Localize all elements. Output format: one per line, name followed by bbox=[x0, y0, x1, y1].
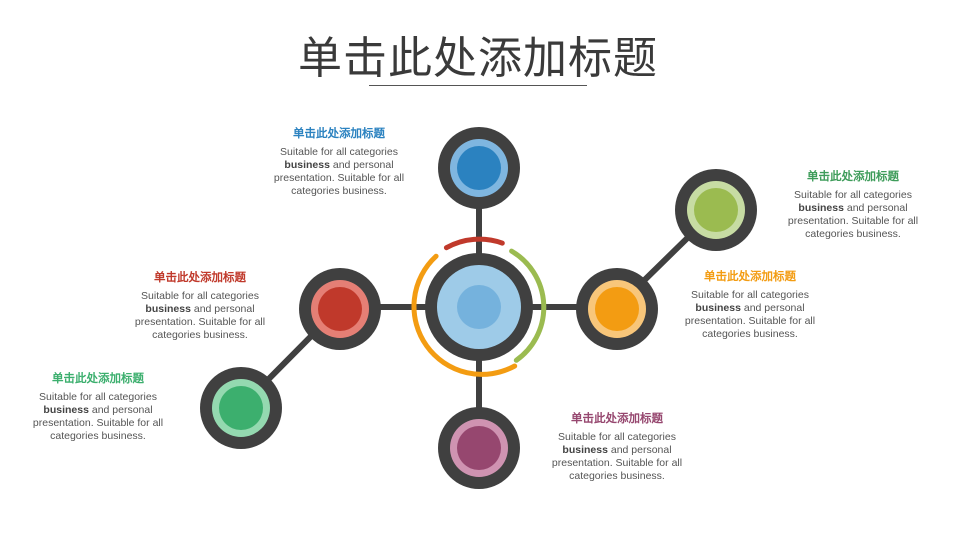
body-line: categories business. bbox=[805, 228, 901, 240]
text-block-upper-right: 单击此处添加标题 Suitable for all categories bus… bbox=[778, 168, 928, 241]
body-line: presentation. Suitable for all bbox=[134, 316, 266, 328]
body-bold: business bbox=[562, 444, 608, 456]
block-heading[interactable]: 单击此处添加标题 bbox=[807, 169, 899, 183]
block-body: Suitable for all categories business and… bbox=[778, 189, 928, 241]
body-bold: business bbox=[43, 404, 89, 416]
body-line: and personal bbox=[743, 302, 805, 314]
node-lower-left bbox=[200, 367, 282, 449]
body-bold: business bbox=[695, 302, 741, 314]
text-block-left: 单击此处添加标题 Suitable for all categories bus… bbox=[125, 269, 275, 342]
page-title[interactable]: 单击此处添加标题 bbox=[298, 33, 658, 84]
body-line: presentation. Suitable for all bbox=[32, 417, 164, 429]
block-heading[interactable]: 单击此处添加标题 bbox=[52, 371, 144, 385]
arc-orange bbox=[411, 253, 518, 377]
text-block-bottom: 单击此处添加标题 Suitable for all categories bus… bbox=[542, 410, 692, 483]
arc-red bbox=[443, 236, 505, 251]
block-body: Suitable for all categories business and… bbox=[23, 391, 173, 443]
body-line: Suitable for all categories bbox=[558, 431, 676, 443]
block-body: Suitable for all categories business and… bbox=[125, 290, 275, 342]
block-body: Suitable for all categories business and… bbox=[542, 431, 692, 483]
arc-green bbox=[509, 248, 547, 363]
body-line: presentation. Suitable for all bbox=[787, 215, 919, 227]
block-body: Suitable for all categories business and… bbox=[264, 146, 414, 198]
body-line: Suitable for all categories bbox=[691, 289, 809, 301]
text-block-lower-left: 单击此处添加标题 Suitable for all categories bus… bbox=[23, 370, 173, 443]
body-bold: business bbox=[145, 303, 191, 315]
block-heading[interactable]: 单击此处添加标题 bbox=[293, 126, 385, 140]
body-line: categories business. bbox=[569, 470, 665, 482]
body-line: and personal bbox=[846, 202, 908, 214]
body-line: and personal bbox=[193, 303, 255, 315]
body-line: and personal bbox=[332, 159, 394, 171]
node-right bbox=[576, 268, 658, 350]
title-underline bbox=[369, 85, 587, 86]
body-line: Suitable for all categories bbox=[39, 391, 157, 403]
body-line: presentation. Suitable for all bbox=[684, 315, 816, 327]
center-node bbox=[425, 253, 533, 361]
node-top bbox=[438, 127, 520, 209]
body-line: presentation. Suitable for all bbox=[551, 457, 683, 469]
body-line: categories business. bbox=[291, 185, 387, 197]
node-left bbox=[299, 268, 381, 350]
body-line: categories business. bbox=[152, 329, 248, 341]
text-block-right: 单击此处添加标题 Suitable for all categories bus… bbox=[675, 268, 825, 341]
block-body: Suitable for all categories business and… bbox=[675, 289, 825, 341]
body-line: categories business. bbox=[50, 430, 146, 442]
text-block-top: 单击此处添加标题 Suitable for all categories bus… bbox=[264, 125, 414, 198]
body-bold: business bbox=[284, 159, 330, 171]
node-upper-right bbox=[675, 169, 757, 251]
body-line: and personal bbox=[91, 404, 153, 416]
body-line: Suitable for all categories bbox=[280, 146, 398, 158]
center-arcs bbox=[411, 236, 547, 377]
body-line: Suitable for all categories bbox=[794, 189, 912, 201]
block-heading[interactable]: 单击此处添加标题 bbox=[154, 270, 246, 284]
body-line: Suitable for all categories bbox=[141, 290, 259, 302]
body-line: presentation. Suitable for all bbox=[273, 172, 405, 184]
block-heading[interactable]: 单击此处添加标题 bbox=[704, 269, 796, 283]
body-line: categories business. bbox=[702, 328, 798, 340]
node-bottom bbox=[438, 407, 520, 489]
body-line: and personal bbox=[610, 444, 672, 456]
block-heading[interactable]: 单击此处添加标题 bbox=[571, 411, 663, 425]
body-bold: business bbox=[798, 202, 844, 214]
